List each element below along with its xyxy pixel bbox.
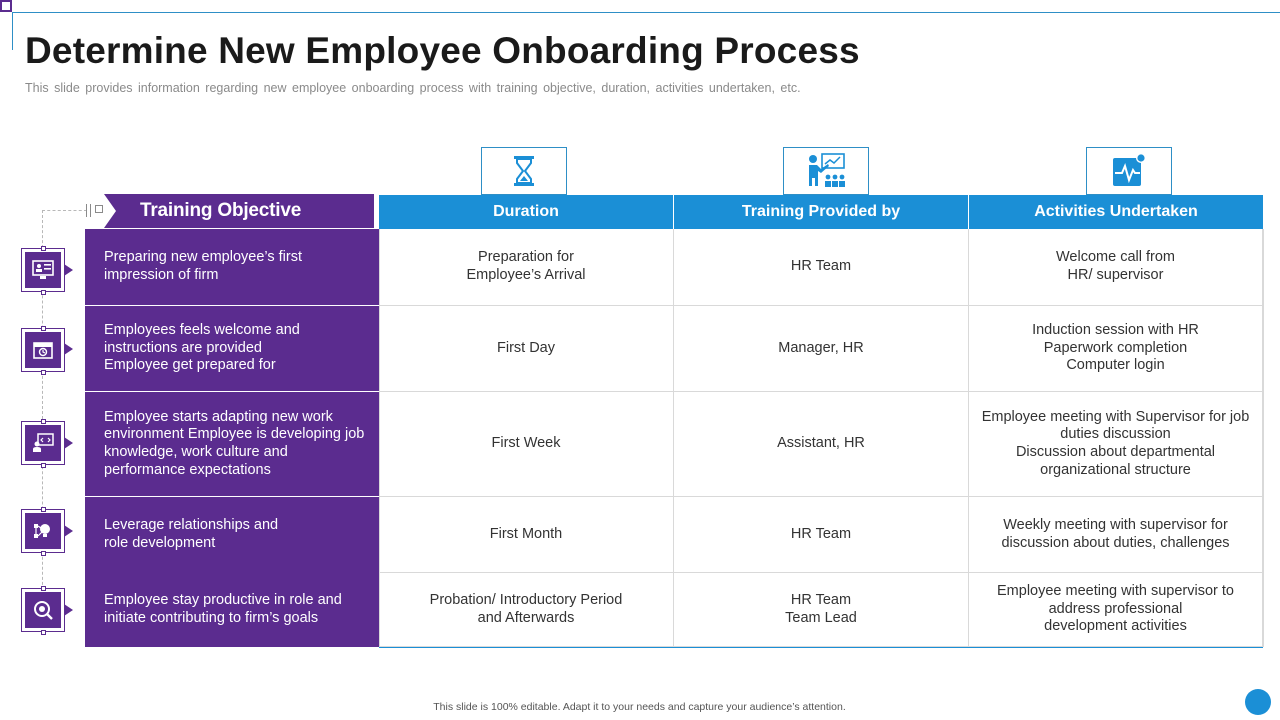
objective-cell: Preparing new employee’s first impressio… — [85, 229, 379, 305]
code-work-icon — [21, 419, 65, 468]
slide-title: Determine New Employee Onboarding Proces… — [25, 30, 860, 71]
duration-cell: First Day — [379, 306, 674, 392]
provided-by-cell: HR Team — [674, 497, 969, 573]
row-arrow — [64, 525, 73, 537]
target-search-icon — [21, 586, 65, 635]
provided-by-cell: Manager, HR — [674, 306, 969, 392]
top-rule-line — [12, 12, 1280, 13]
provided-by-cell: HR Team — [674, 229, 969, 306]
corner-circle-decoration — [1245, 689, 1271, 715]
duration-cell: First Week — [379, 392, 674, 497]
objective-cell: Employee stay productive in role and ini… — [85, 572, 379, 647]
objective-cell: Employee starts adapting new work enviro… — [85, 392, 379, 496]
activities-cell: Welcome call from HR/ supervisor — [969, 229, 1263, 306]
hourglass-icon — [481, 147, 567, 195]
provided-by-cell: HR Team Team Lead — [674, 573, 969, 647]
timeline-tick — [90, 204, 91, 217]
column-header-training-provided-by: Training Provided by — [674, 195, 968, 229]
duration-cell: Probation/ Introductory Period and After… — [379, 573, 674, 647]
footer-note: This slide is 100% editable. Adapt it to… — [433, 701, 846, 713]
timeline-connector — [42, 210, 43, 615]
corner-line-decoration — [12, 12, 13, 50]
table-left-border — [379, 229, 380, 647]
computer-profile-icon — [21, 246, 65, 295]
objective-cell: Employees feels welcome and instructions… — [85, 306, 379, 391]
activity-monitor-icon — [1086, 147, 1172, 195]
timeline-tick — [86, 204, 87, 217]
presenter-training-icon — [783, 147, 869, 195]
objective-cell: Leverage relationships and role developm… — [85, 497, 379, 572]
timeline-connector-top — [42, 210, 87, 211]
slide-subtitle: This slide provides information regardin… — [25, 81, 801, 95]
duration-cell: Preparation for Employee’s Arrival — [379, 229, 674, 306]
activities-cell: Employee meeting with Supervisor for job… — [969, 392, 1263, 497]
duration-cell: First Month — [379, 497, 674, 573]
column-header-activities-undertaken: Activities Undertaken — [969, 195, 1263, 229]
row-arrow — [64, 343, 73, 355]
activities-cell: Employee meeting with supervisor to addr… — [969, 573, 1263, 647]
calendar-icon — [21, 326, 65, 375]
table-bottom-border — [379, 647, 1263, 648]
timeline-tick-square — [95, 205, 103, 213]
activities-cell: Induction session with HR Paperwork comp… — [969, 306, 1263, 392]
row-arrow — [64, 437, 73, 449]
row-arrow — [64, 604, 73, 616]
table-right-border — [1263, 229, 1264, 647]
provided-by-cell: Assistant, HR — [674, 392, 969, 497]
training-objective-header: Training Objective — [104, 194, 374, 228]
activities-cell: Weekly meeting with supervisor for discu… — [969, 497, 1263, 573]
idea-network-icon — [21, 507, 65, 556]
corner-square-decoration — [0, 0, 12, 12]
training-objective-label: Training Objective — [140, 200, 302, 221]
row-arrow — [64, 264, 73, 276]
column-header-duration: Duration — [379, 195, 673, 229]
